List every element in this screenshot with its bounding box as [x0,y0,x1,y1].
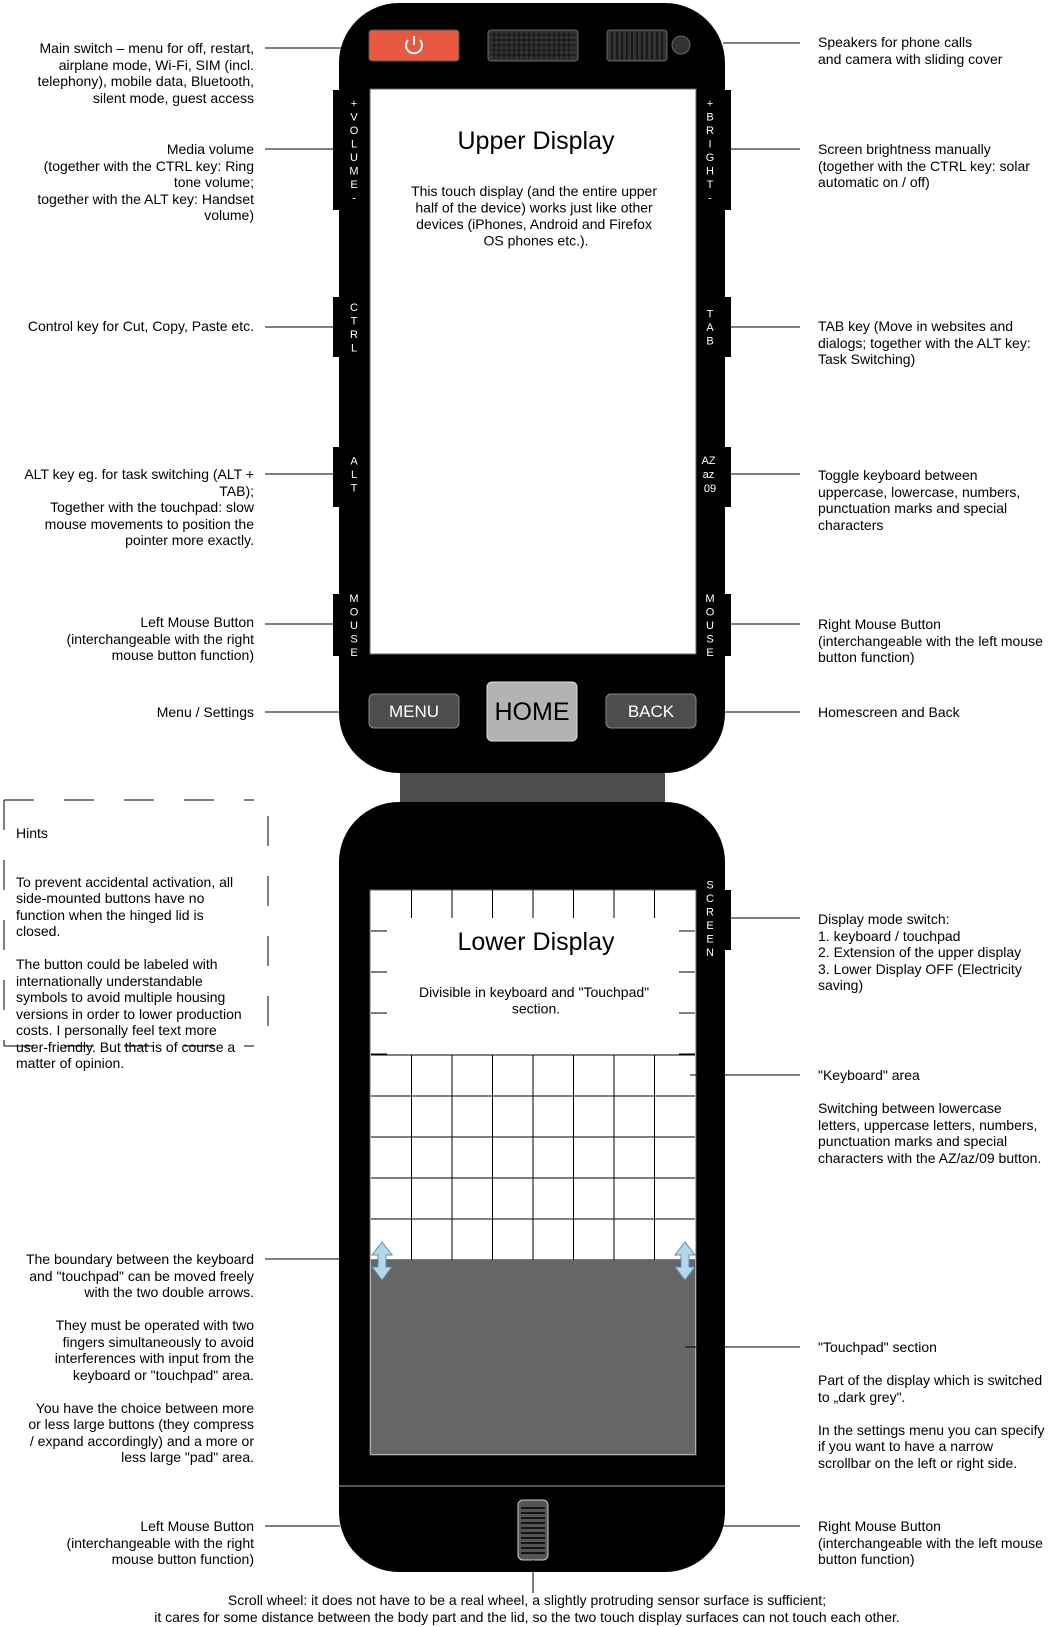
annotation-left-mouse-lower: Left Mouse Button (interchangeable with … [66,1518,254,1567]
lower-display-desc: Divisible in keyboard and "Touchpad" sec… [419,984,653,1017]
screen-mode-key[interactable] [723,890,731,950]
annotation-menu-settings: Menu / Settings [156,704,254,720]
camera-cover[interactable] [606,29,668,62]
annotation-speakers: Speakers for phone calls and camera with… [818,34,1003,67]
case-toggle-label: AZ az 09 [701,455,718,495]
annotation-home-back: Homescreen and Back [818,704,960,720]
hinge [400,773,665,803]
annotation-boundary: The boundary between the keyboard and "t… [25,1251,254,1465]
camera-lens-icon [671,35,691,55]
menu-button[interactable]: MENU [368,693,460,729]
volume-key[interactable] [333,90,341,210]
menu-button-label: MENU [389,702,439,721]
upper-display[interactable] [369,88,697,655]
power-button[interactable] [368,29,460,62]
boundary-double-arrow-right-icon[interactable] [673,1241,697,1281]
upper-display-desc: This touch display (and the entire upper… [411,183,661,249]
back-button[interactable]: BACK [605,693,697,729]
case-toggle-key[interactable] [723,447,731,507]
annotation-alt-key: ALT key eg. for task switching (ALT + TA… [24,466,254,548]
left-mouse-key[interactable] [333,594,341,656]
scroll-wheel[interactable] [517,1499,549,1561]
boundary-double-arrow-left-icon[interactable] [370,1241,394,1281]
annotation-control-key: Control key for Cut, Copy, Paste etc. [27,318,254,334]
annotation-media-volume: Media volume (together with the CTRL key… [37,141,254,223]
lower-display-title: Lower Display [457,928,615,956]
annotation-touchpad-section: "Touchpad" section Part of the display w… [818,1339,1045,1471]
annotation-display-mode: Display mode switch: 1. keyboard / touch… [818,911,1022,993]
hints-box-border [3,799,269,1047]
power-icon [405,36,423,55]
annotation-right-mouse-upper: Right Mouse Button (interchangeable with… [818,616,1043,665]
bright-key[interactable] [723,90,731,210]
ctrl-key[interactable] [333,297,341,357]
annotation-tab-key: TAB key (Move in websites and dialogs; t… [818,318,1031,367]
annotation-brightness: Screen brightness manually (together wit… [818,141,1030,190]
speaker-grille [487,29,579,62]
callout-lines [265,42,800,1593]
annotation-right-mouse-lower: Right Mouse Button (interchangeable with… [818,1518,1043,1567]
home-button-label: HOME [495,698,570,726]
alt-key[interactable] [333,447,341,507]
upper-display-title: Upper Display [457,127,615,155]
annotation-toggle-keyboard: Toggle keyboard between uppercase, lower… [818,467,1021,533]
hints-title: Hints [16,824,48,841]
tab-key[interactable] [723,297,731,357]
display-grid-ticks [371,890,695,1055]
hints-text: To prevent accidental activation, all si… [16,873,242,1072]
right-mouse-key[interactable] [723,594,731,656]
annotation-left-mouse-upper: Left Mouse Button (interchangeable with … [66,614,254,663]
keyboard-area[interactable] [371,1054,695,1261]
hints-panel: Hints To prevent accidental activation, … [16,808,256,1088]
back-button-label: BACK [628,702,675,721]
touchpad-section[interactable] [371,1260,695,1454]
annotation-keyboard-area: "Keyboard" area Switching between lowerc… [818,1067,1042,1166]
home-button[interactable]: HOME [486,681,578,742]
annotation-main-switch: Main switch – menu for off, restart, air… [37,40,254,106]
annotation-scroll-wheel: Scroll wheel: it does not have to be a r… [154,1592,900,1625]
